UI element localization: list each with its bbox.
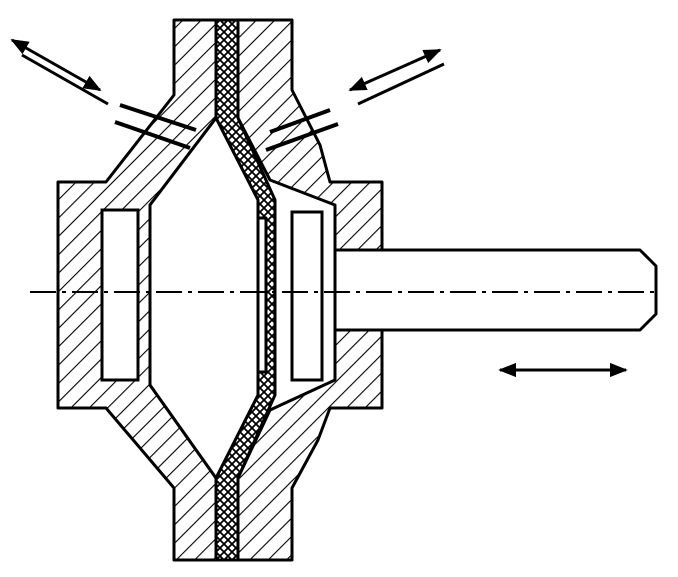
outlet-port <box>269 108 331 134</box>
outlet-arrow <box>348 48 442 92</box>
right-housing <box>236 18 384 562</box>
inlet-arrow <box>10 38 102 92</box>
piston-rod <box>333 248 658 332</box>
inlet-port <box>114 120 191 150</box>
piston-plate <box>290 210 324 382</box>
chamber-cavity <box>148 116 260 480</box>
